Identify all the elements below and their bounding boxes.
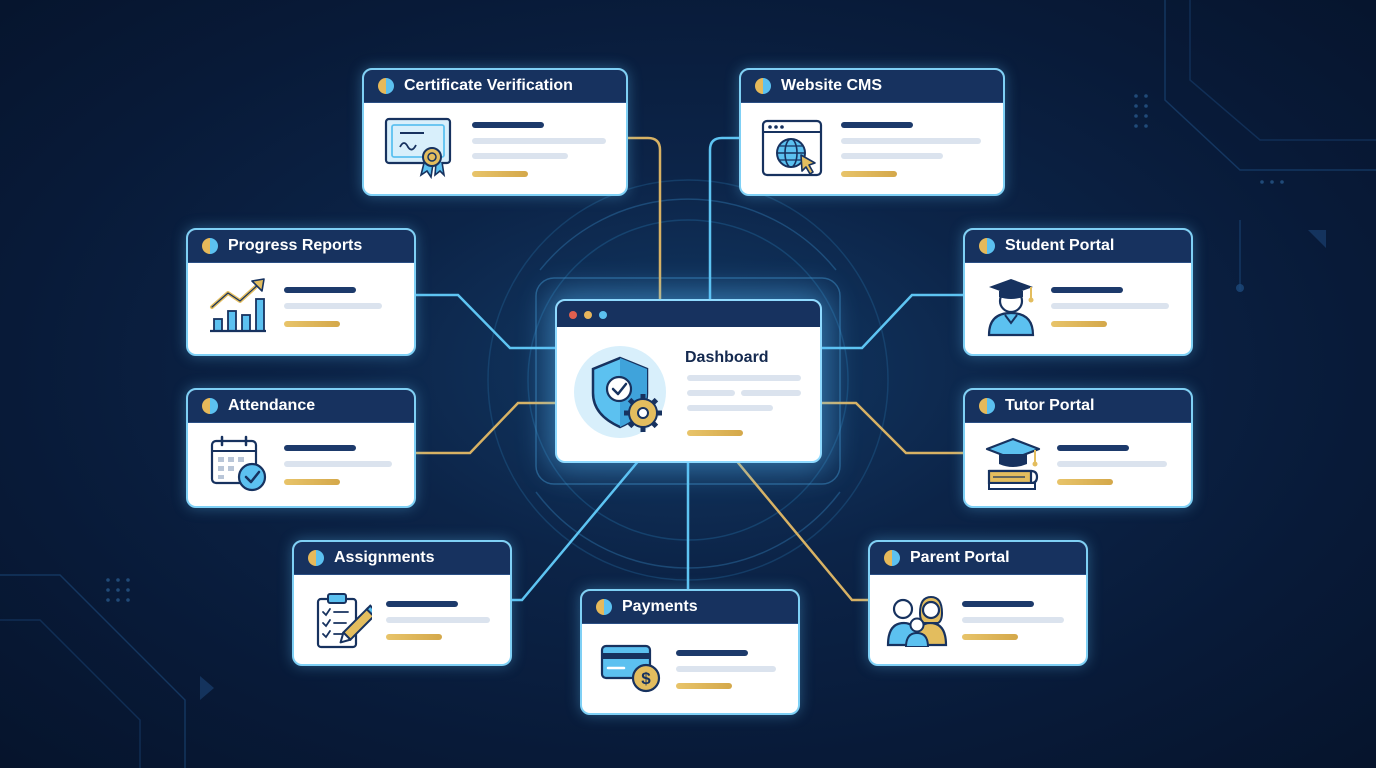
module-badge-icon bbox=[202, 398, 218, 414]
module-card-tutor[interactable]: Tutor Portal bbox=[963, 388, 1193, 508]
connector-student bbox=[816, 293, 965, 350]
connector-website bbox=[708, 136, 741, 301]
certificate-icon bbox=[384, 117, 452, 179]
shield-gear-icon bbox=[574, 346, 666, 438]
module-card-attendance[interactable]: Attendance bbox=[186, 388, 416, 508]
connector-certificate bbox=[623, 136, 662, 301]
card-header: Certificate Verification bbox=[364, 70, 626, 103]
module-card-certificate[interactable]: Certificate Verification bbox=[362, 68, 628, 196]
card-text-line bbox=[1051, 287, 1123, 293]
module-badge-icon bbox=[202, 238, 218, 254]
card-title: Progress Reports bbox=[228, 237, 363, 254]
window-dot-blue bbox=[599, 311, 607, 319]
calendar-check-icon bbox=[210, 435, 267, 492]
module-card-website[interactable]: Website CMS bbox=[739, 68, 1005, 196]
card-text-line bbox=[841, 138, 981, 144]
card-text-line bbox=[386, 601, 458, 607]
growth-chart-icon bbox=[210, 278, 266, 333]
card-header: Progress Reports bbox=[188, 230, 414, 263]
module-badge-icon bbox=[755, 78, 771, 94]
module-card-progress[interactable]: Progress Reports bbox=[186, 228, 416, 356]
card-accent-line bbox=[472, 171, 528, 177]
window-dot-yellow bbox=[584, 311, 592, 319]
card-title: Parent Portal bbox=[910, 549, 1010, 566]
hub-text-line bbox=[741, 390, 801, 396]
hub-accent-line bbox=[687, 430, 743, 436]
card-title: Website CMS bbox=[781, 77, 883, 94]
card-text-line bbox=[284, 461, 392, 467]
card-text-line bbox=[841, 122, 913, 128]
module-badge-icon bbox=[979, 398, 995, 414]
graduation-cap-book-icon bbox=[985, 437, 1041, 490]
card-header: Assignments bbox=[294, 542, 510, 575]
card-text-line bbox=[962, 601, 1034, 607]
module-badge-icon bbox=[884, 550, 900, 566]
connector-tutor bbox=[816, 401, 965, 455]
card-accent-line bbox=[841, 171, 897, 177]
card-accent-line bbox=[962, 634, 1018, 640]
card-title: Certificate Verification bbox=[404, 77, 573, 94]
card-text-line bbox=[472, 138, 606, 144]
clipboard-pencil-icon bbox=[316, 593, 372, 649]
card-title: Attendance bbox=[228, 397, 316, 414]
hub-title: Dashboard bbox=[685, 349, 769, 366]
connector-attendance bbox=[411, 401, 557, 455]
card-text-line bbox=[1051, 303, 1169, 309]
hub-text-line bbox=[687, 405, 773, 411]
card-accent-line bbox=[386, 634, 442, 640]
card-accent-line bbox=[1057, 479, 1113, 485]
connector-parent bbox=[733, 457, 870, 602]
card-text-line bbox=[284, 303, 382, 309]
card-text-line bbox=[1057, 461, 1167, 467]
card-text-line bbox=[284, 445, 356, 451]
svg-text:$: $ bbox=[641, 669, 651, 688]
window-dot-red bbox=[569, 311, 577, 319]
graduate-icon bbox=[987, 279, 1035, 337]
module-card-student[interactable]: Student Portal bbox=[963, 228, 1193, 356]
card-header: Tutor Portal bbox=[965, 390, 1191, 423]
card-text-line bbox=[386, 617, 490, 623]
card-accent-line bbox=[1051, 321, 1107, 327]
module-card-assignments[interactable]: Assignments bbox=[292, 540, 512, 666]
card-accent-line bbox=[676, 683, 732, 689]
module-card-parent[interactable]: Parent Portal bbox=[868, 540, 1088, 666]
card-text-line bbox=[284, 287, 356, 293]
credit-card-dollar-icon: $ bbox=[600, 644, 661, 693]
card-title: Assignments bbox=[334, 549, 435, 566]
card-text-line bbox=[962, 617, 1064, 623]
card-accent-line bbox=[284, 321, 340, 327]
card-title: Payments bbox=[622, 598, 698, 615]
module-badge-icon bbox=[979, 238, 995, 254]
hub-text-line bbox=[687, 390, 735, 396]
hub-window-bar bbox=[557, 301, 820, 327]
card-text-line bbox=[676, 650, 748, 656]
card-text-line bbox=[676, 666, 776, 672]
card-title: Student Portal bbox=[1005, 237, 1115, 254]
connector-assignments bbox=[506, 457, 642, 602]
card-header: Parent Portal bbox=[870, 542, 1086, 575]
hub-text-line bbox=[687, 375, 801, 381]
module-badge-icon bbox=[308, 550, 324, 566]
card-header: Website CMS bbox=[741, 70, 1003, 103]
connector-progress bbox=[411, 293, 557, 350]
card-accent-line bbox=[284, 479, 340, 485]
globe-cursor-icon bbox=[761, 119, 823, 177]
card-header: Attendance bbox=[188, 390, 414, 423]
card-text-line bbox=[472, 153, 568, 159]
card-header: Student Portal bbox=[965, 230, 1191, 263]
card-title: Tutor Portal bbox=[1005, 397, 1095, 414]
card-text-line bbox=[841, 153, 943, 159]
family-icon bbox=[886, 595, 948, 647]
module-badge-icon bbox=[378, 78, 394, 94]
dashboard-hub[interactable]: Dashboard bbox=[555, 299, 822, 463]
module-badge-icon bbox=[596, 599, 612, 615]
card-text-line bbox=[1057, 445, 1129, 451]
card-header: Payments bbox=[582, 591, 798, 624]
card-text-line bbox=[472, 122, 544, 128]
module-card-payments[interactable]: Payments $ bbox=[580, 589, 800, 715]
